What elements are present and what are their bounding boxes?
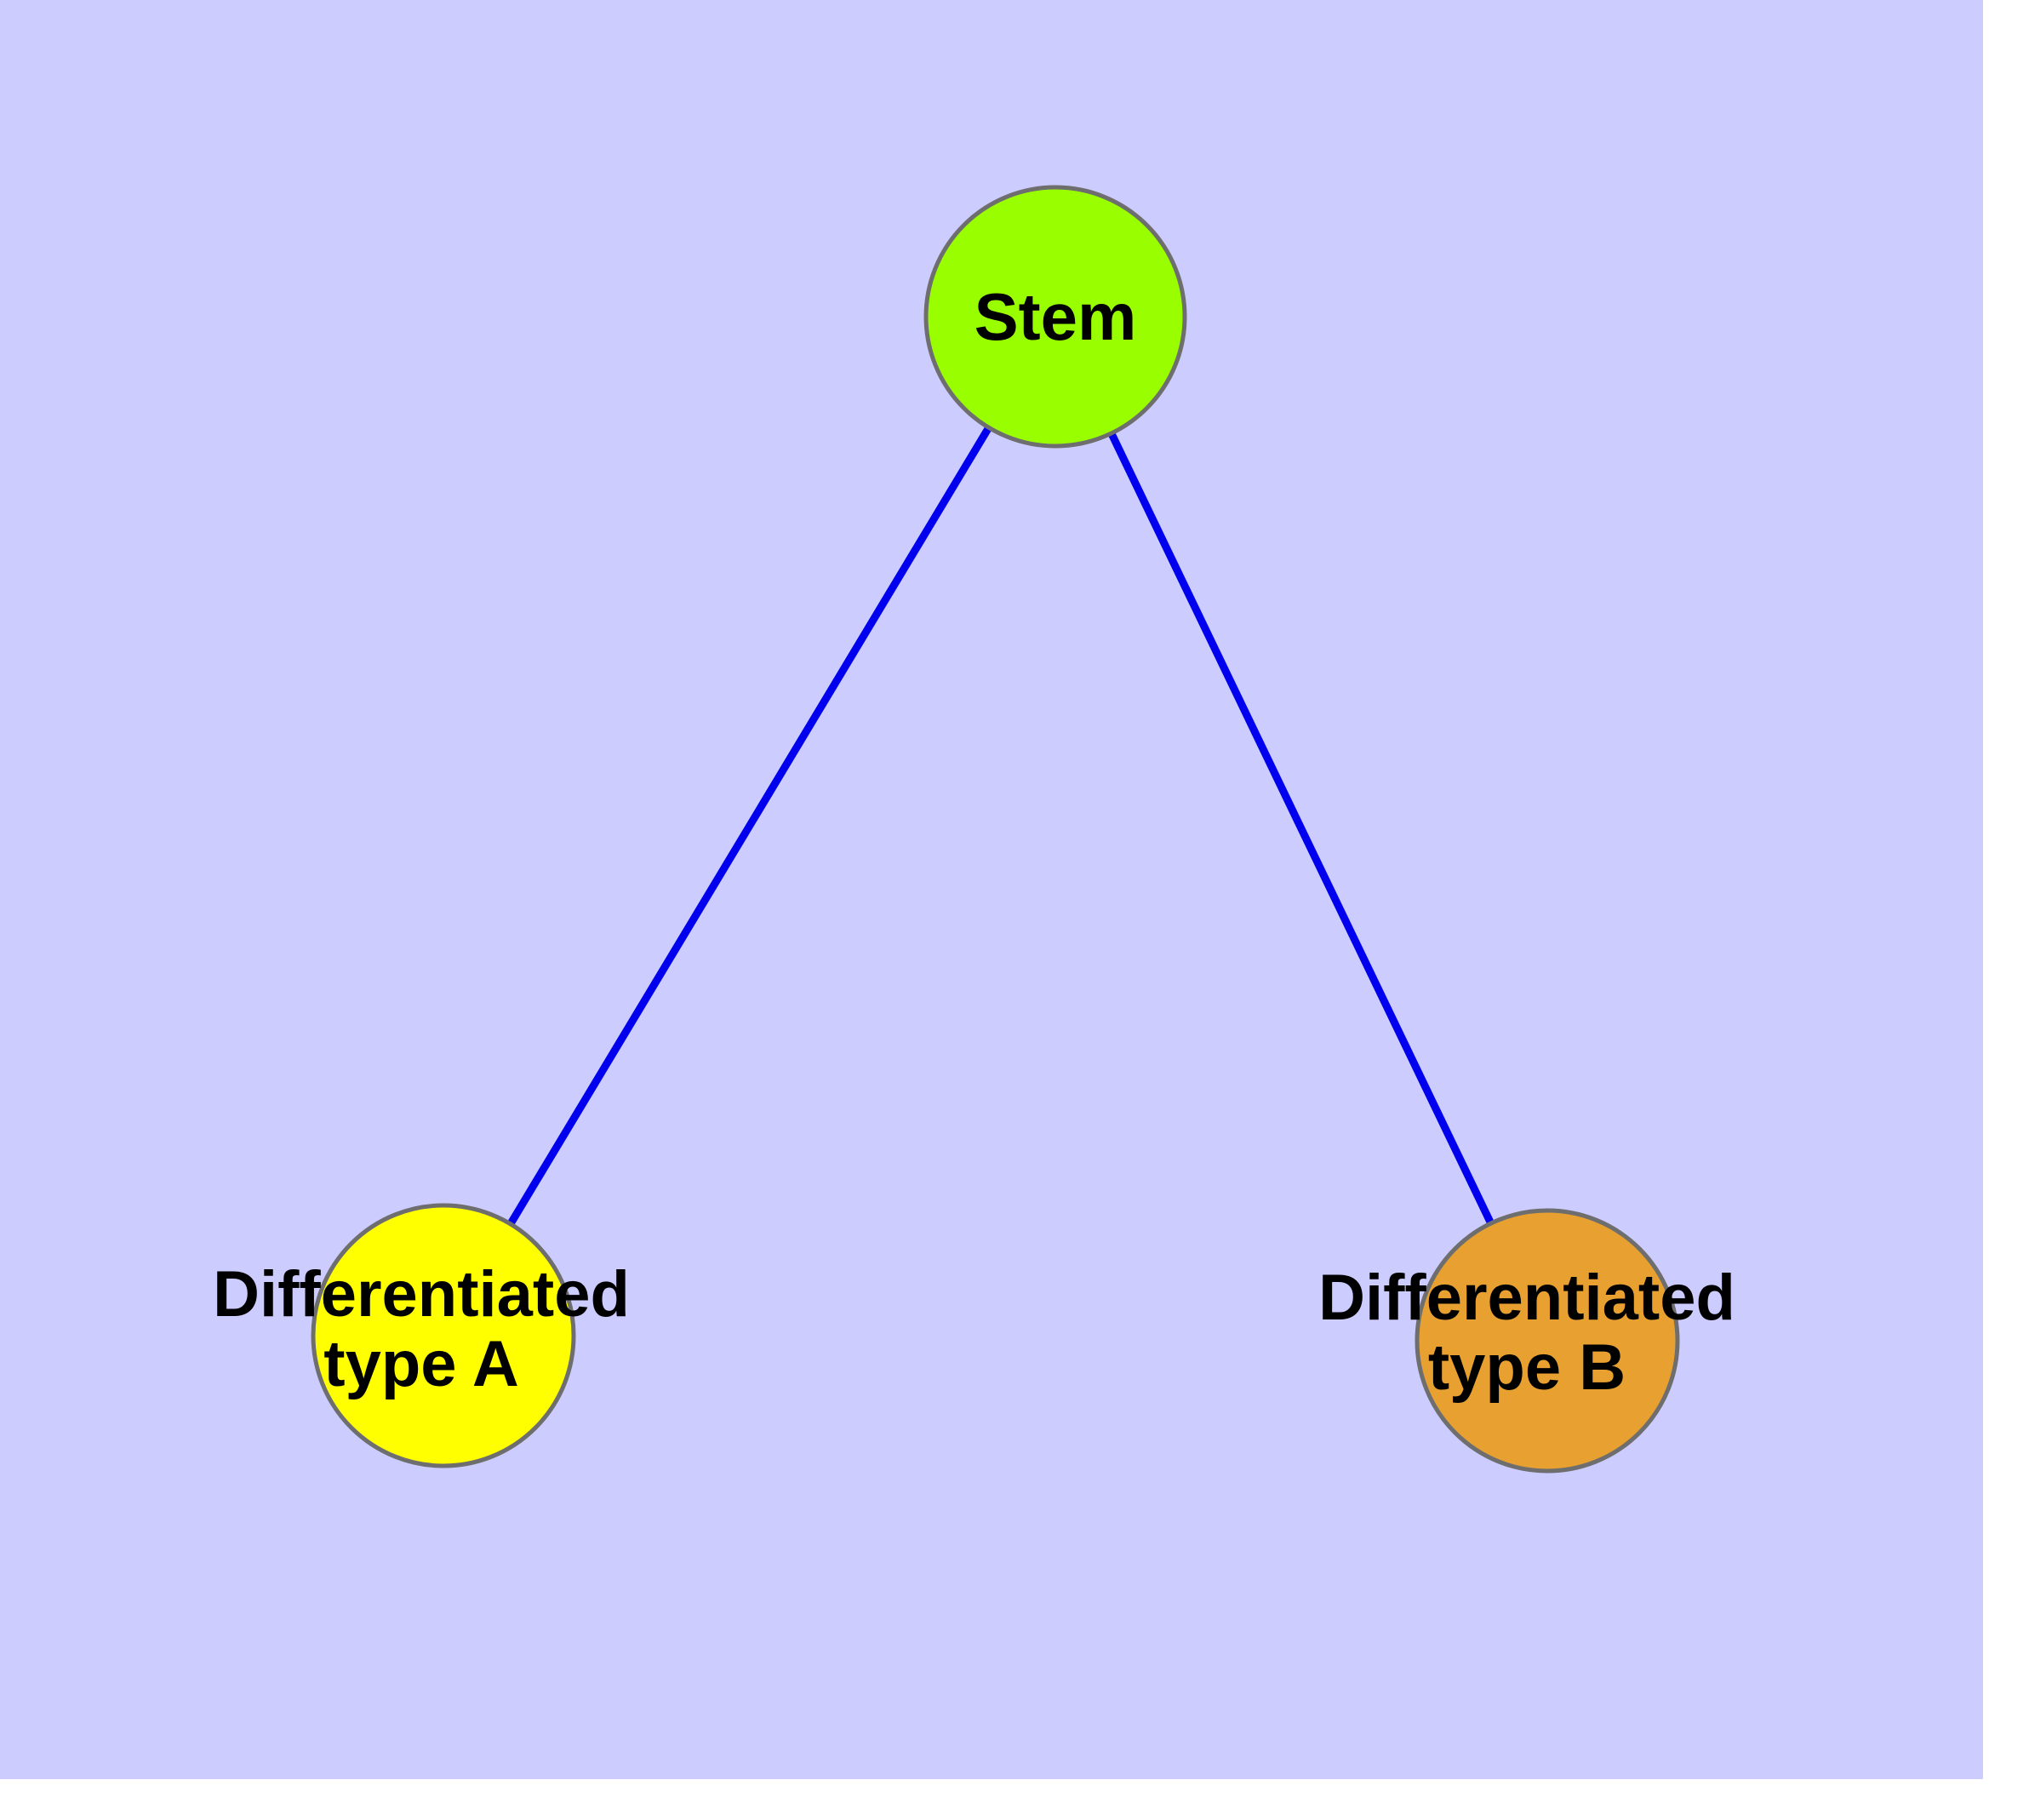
node-diff-b[interactable]	[1415, 1208, 1680, 1474]
node-layer	[311, 185, 1680, 1474]
edge-stem-to-diff-b[interactable]	[1051, 315, 1552, 1342]
edge-stem-to-diff-a[interactable]	[440, 314, 1059, 1338]
node-diff-a[interactable]	[311, 1203, 576, 1468]
node-stem[interactable]	[923, 185, 1187, 449]
edge-layer	[440, 314, 1552, 1342]
